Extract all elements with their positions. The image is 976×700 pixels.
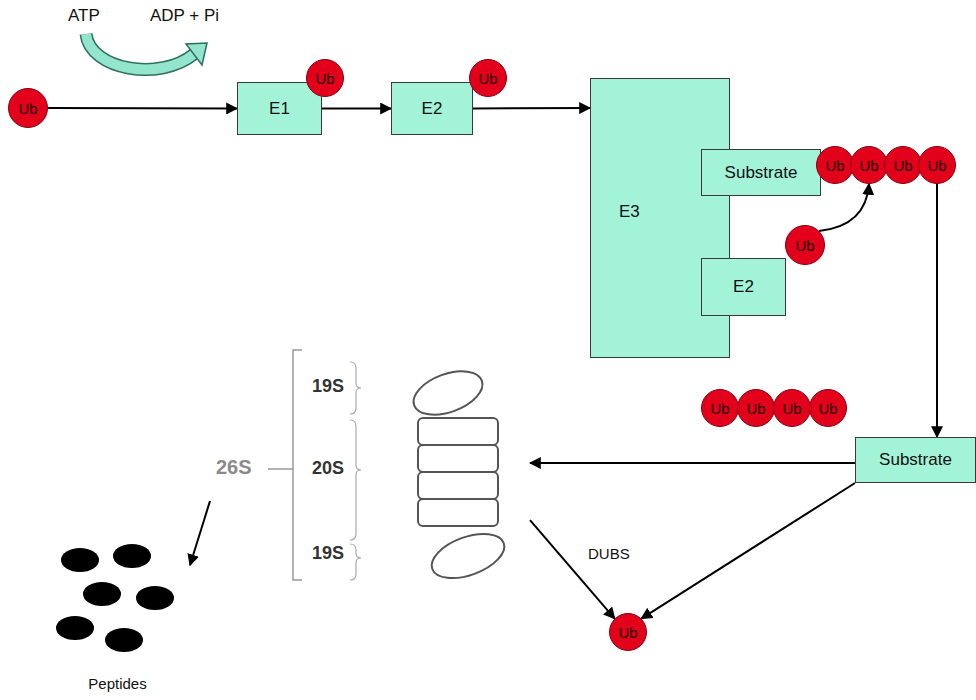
peptide xyxy=(105,628,143,652)
ubiquitin-circle: Ub xyxy=(8,88,48,128)
subunit-label: 20S xyxy=(312,458,344,478)
brace xyxy=(350,544,361,580)
bracket-tick xyxy=(268,468,293,470)
proteasome-cap xyxy=(408,363,489,423)
ubiquitin-text: Ub xyxy=(18,100,37,117)
ubiquitin-text: Ub xyxy=(478,70,497,87)
ligase-box: E3SubstrateE2 xyxy=(590,78,730,358)
ubiquitin-circle: Ub xyxy=(701,389,739,427)
flow-arrow xyxy=(473,107,590,110)
proteasome-ring xyxy=(418,472,498,499)
substrate-box: Substrate xyxy=(855,437,976,483)
ubiquitin-text: Ub xyxy=(818,400,837,417)
ubiquitin-circle: Ub xyxy=(306,59,344,97)
peptide xyxy=(136,586,174,610)
ubiquitin-text: Ub xyxy=(710,400,729,417)
enzyme-box: E2 xyxy=(391,82,473,135)
output-label: ADP + Pi xyxy=(150,6,219,26)
proteasome-cap xyxy=(426,525,510,587)
ubiquitin-circle: Ub xyxy=(809,389,847,427)
node-text: Substrate xyxy=(879,450,952,470)
ubiquitin-circle: Ub xyxy=(850,146,888,184)
ubiquitin-text: Ub xyxy=(782,400,801,417)
node-text: E2 xyxy=(422,99,443,119)
proteasome-ring xyxy=(418,445,498,472)
enzyme-box: E2 xyxy=(701,258,786,316)
brace xyxy=(350,420,361,540)
ubiquitin-text: Ub xyxy=(893,157,912,174)
ubiquitin-circle: Ub xyxy=(469,59,507,97)
proteasome-ring xyxy=(418,499,498,526)
ubiquitin-circle: Ub xyxy=(816,146,854,184)
ubiquitin-circle: Ub xyxy=(918,146,956,184)
ubiquitin-circle: Ub xyxy=(785,225,825,265)
flow-arrow xyxy=(190,501,210,565)
atp-arrow-head xyxy=(186,43,207,65)
ubiquitin-circle: Ub xyxy=(737,389,775,427)
flow-arrow xyxy=(936,184,938,437)
proteasome-group: 26S 19S 20S 19S xyxy=(210,345,530,585)
ubiquitin-text: Ub xyxy=(927,157,946,174)
peptide xyxy=(56,616,94,640)
node-text: Peptides xyxy=(88,675,146,692)
node-text: E3 xyxy=(619,202,640,222)
peptide xyxy=(113,544,151,568)
complex-label: 26S xyxy=(216,456,252,478)
ubiquitin-text: Ub xyxy=(315,70,334,87)
flow-arrow xyxy=(530,462,855,464)
ubiquitin-text: Ub xyxy=(746,400,765,417)
node-text: Substrate xyxy=(725,163,798,183)
peptide-group: Peptides xyxy=(45,538,190,698)
node-text: E1 xyxy=(269,99,290,119)
subunit-label: 19S xyxy=(312,376,344,396)
ubiquitin-text: Ub xyxy=(859,157,878,174)
flow-arrow xyxy=(322,108,391,110)
peptide xyxy=(61,548,99,572)
ubiquitin-text: Ub xyxy=(618,624,637,641)
proteasome-ring xyxy=(418,418,498,445)
ubiquitin-text: Ub xyxy=(795,237,814,254)
brace xyxy=(350,362,361,414)
atp-arrow-outline xyxy=(86,34,194,69)
ubiquitin-circle: Ub xyxy=(773,389,811,427)
substrate-box: Substrate xyxy=(701,149,821,196)
ubiquitin-circle: Ub xyxy=(884,146,922,184)
peptide xyxy=(83,582,121,606)
flow-arrow xyxy=(819,184,869,231)
subunit-label: 19S xyxy=(312,543,344,563)
enzyme-label: DUBS xyxy=(588,545,630,562)
ubiquitin-circle: Ub xyxy=(609,613,647,651)
node-text: E2 xyxy=(733,277,754,297)
flow-arrow xyxy=(48,107,237,110)
ubiquitin-text: Ub xyxy=(825,157,844,174)
flow-arrow xyxy=(641,483,855,619)
flow-arrow xyxy=(530,520,615,619)
bracket xyxy=(293,350,302,580)
input-label: ATP xyxy=(68,6,100,26)
atp-arrow-body xyxy=(86,34,194,69)
